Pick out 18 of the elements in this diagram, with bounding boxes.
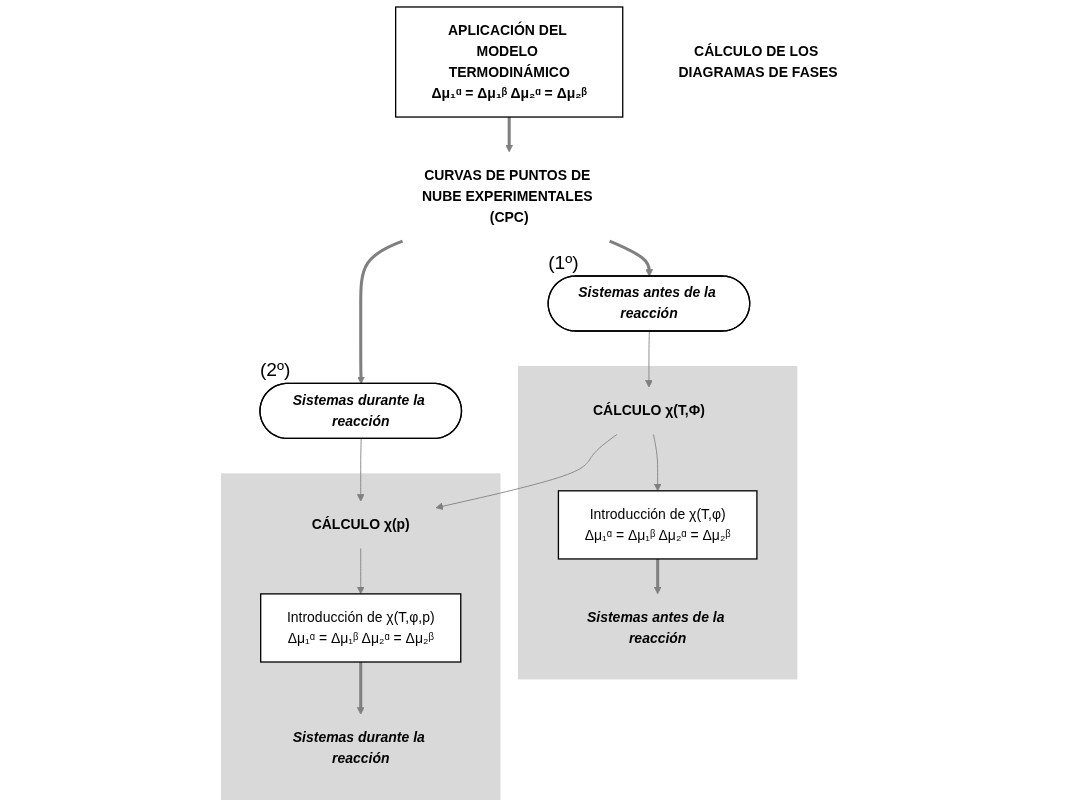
step-number: (1º) xyxy=(548,252,579,273)
node-box: Introducción de χ(T,φ) Δμ₁ᵅ = Δμ₁ᵝ Δμ₂ᵅ = Δμ₂ᵝ xyxy=(558,490,758,560)
arrow xyxy=(357,239,404,385)
arrow xyxy=(654,558,662,595)
step-number: (2º) xyxy=(260,359,291,381)
node-text: CÁLCULO χ(p) xyxy=(311,517,410,532)
cluster xyxy=(518,365,798,680)
cluster xyxy=(221,473,501,800)
node-text: CÁLCULO χ(T,Φ) xyxy=(593,403,706,418)
node-text: Sistemas durante la reacción xyxy=(293,730,426,766)
arrow xyxy=(609,239,654,277)
arrow xyxy=(357,662,365,715)
node-box: APLICACIÓN DEL MODELO TERMODINÁMICO Δμ₁ᵅ = Δμ₁ᵝ Δμ₂ᵅ = Δμ₂ᵝ xyxy=(395,6,624,118)
node-text: CÁLCULO DE LOS DIAGRAMAS DE FASES xyxy=(678,43,838,80)
node-box: Introducción de χ(T,φ,p) Δμ₁ᵅ = Δμ₁ᵝ Δμ₂ᵅ = Δμ₂ᵝ xyxy=(260,593,462,663)
node-text: CURVAS DE PUNTOS DE NUBE EXPERIMENTALES (CPC) xyxy=(422,167,593,225)
arrow xyxy=(505,117,514,153)
node-text: Sistemas antes de la reacción xyxy=(587,609,725,646)
